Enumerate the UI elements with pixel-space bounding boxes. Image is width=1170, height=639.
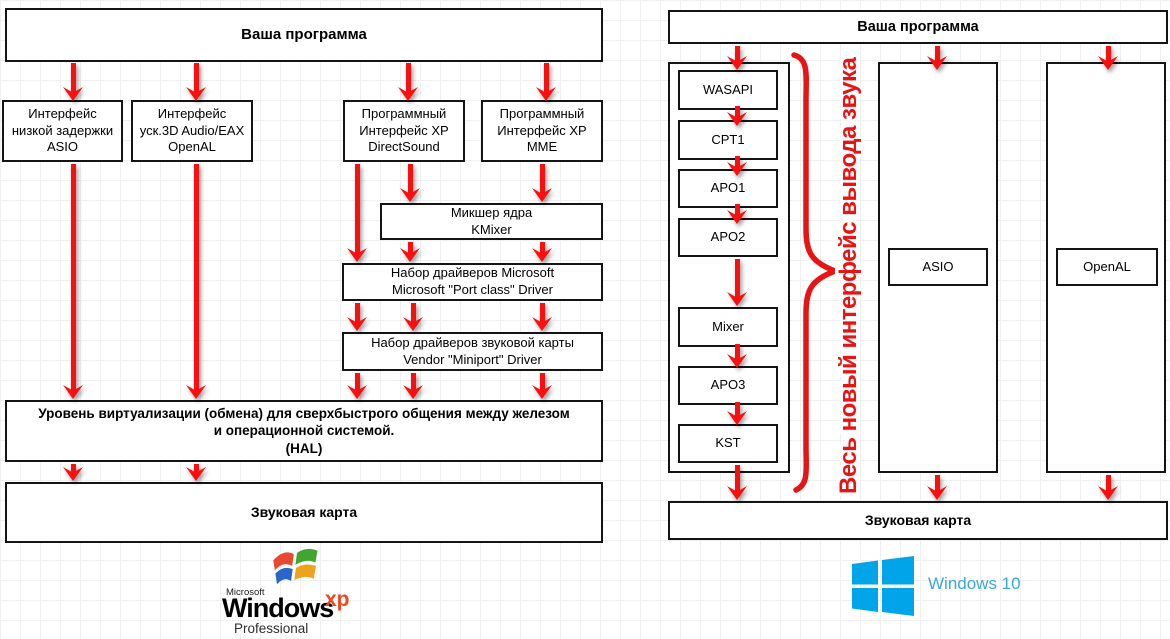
w10-kst-box: KST	[678, 424, 778, 463]
arrow-apo2-to-mixer	[727, 259, 747, 306]
arrow-program-to-wasapi	[727, 46, 747, 70]
w10-program-box: Ваша программа	[668, 10, 1168, 44]
w10-apo2-box: APO2	[678, 218, 778, 257]
xp-logo-xp-text: xp	[325, 588, 350, 611]
w10-soundcard-box: Звуковая карта	[668, 501, 1168, 540]
windows-xp-flag-icon	[273, 548, 318, 585]
xp-miniport-driver-box: Набор драйверов звуковой карты Vendor "M…	[342, 332, 603, 371]
arrow-cpt1-to-apo1	[727, 156, 747, 176]
xp-mme-interface-box: Программный Интерфейс XP MME	[481, 100, 603, 162]
new-audio-interface-label-text: Весь новый интерфейс вывода звука	[835, 57, 862, 495]
arrow-program-to-asio-container	[927, 46, 947, 70]
arrow-directsound-to-kmixer	[400, 164, 420, 202]
arrow-miniport-to-hal-2	[403, 373, 423, 399]
w10-apo1-box: APO1	[678, 169, 778, 208]
windows-10-logo: Windows 10	[852, 556, 1072, 618]
arrow-kst-to-soundcard	[727, 465, 747, 500]
xp-portclass-driver-box: Набор драйверов Microsoft Microsoft "Por…	[342, 263, 603, 301]
xp-kmixer-box: Микшер ядра KMixer	[380, 203, 603, 240]
arrow-program-to-openal-container	[1098, 46, 1118, 70]
arrow-program-to-directsound	[398, 63, 418, 101]
w10-apo3-box: APO3	[678, 366, 778, 405]
arrow-hal-to-soundcard-2	[186, 464, 206, 481]
xp-openal-interface-box: Интерфейс уск.3D Audio/EAX OpenAL	[131, 100, 253, 162]
arrow-openal-to-soundcard	[1098, 475, 1118, 500]
arrow-apo1-to-apo2	[727, 204, 747, 224]
xp-hal-box: Уровень виртуализации (обмена) для сверх…	[5, 400, 603, 462]
arrow-miniport-to-hal-3	[532, 373, 552, 399]
arrow-asio-to-hal	[63, 164, 83, 399]
xp-logo-professional-text: Professional	[234, 621, 309, 636]
new-audio-interface-label: Весь новый интерфейс вывода звука Весь н…	[826, 54, 872, 497]
w10-openal-box: OpenAL	[1056, 248, 1158, 286]
arrow-mme-to-kmixer	[532, 164, 552, 202]
arrow-kmixer-to-portclass-2	[532, 242, 552, 262]
xp-logo-windows-text: Windows	[222, 593, 334, 623]
arrow-program-to-openal	[186, 63, 206, 101]
windows-10-flag-icon	[852, 556, 914, 616]
w10-asio-box: ASIO	[888, 248, 988, 286]
xp-program-box: Ваша программа	[5, 8, 603, 62]
arrow-hal-to-soundcard-1	[63, 464, 83, 481]
red-brace	[791, 52, 843, 493]
w10-wasapi-box: WASAPI	[678, 70, 778, 110]
arrow-portclass-to-miniport-2	[403, 303, 423, 331]
arrow-directsound-to-portclass	[347, 164, 367, 262]
arrow-miniport-to-hal-1	[347, 373, 367, 399]
w10-cpt1-box: CPT1	[678, 120, 778, 160]
arrow-kmixer-to-portclass-1	[400, 242, 420, 262]
arrow-openal-to-hal	[186, 164, 206, 399]
arrow-apo3-to-kst	[727, 402, 747, 425]
arrow-mixer-to-apo3	[727, 344, 747, 368]
w10-mixer-box: Mixer	[678, 307, 778, 347]
arrow-program-to-mme	[536, 63, 556, 101]
xp-asio-interface-box: Интерфейс низкой задержки ASIO	[2, 100, 123, 162]
arrow-wasapi-to-cpt1	[727, 106, 747, 126]
windows-xp-logo: Microsoft Windows xp Professional	[212, 544, 372, 638]
xp-soundcard-box: Звуковая карта	[5, 482, 603, 543]
arrow-portclass-to-miniport-3	[532, 303, 552, 331]
xp-logo-microsoft-text: Microsoft	[226, 587, 265, 598]
arrow-asio-to-soundcard	[927, 475, 947, 500]
xp-directsound-interface-box: Программный Интерфейс XP DirectSound	[343, 100, 465, 162]
windows-10-logo-text: Windows 10	[928, 574, 1021, 593]
arrow-program-to-asio	[63, 63, 83, 101]
arrow-portclass-to-miniport-1	[347, 303, 367, 331]
